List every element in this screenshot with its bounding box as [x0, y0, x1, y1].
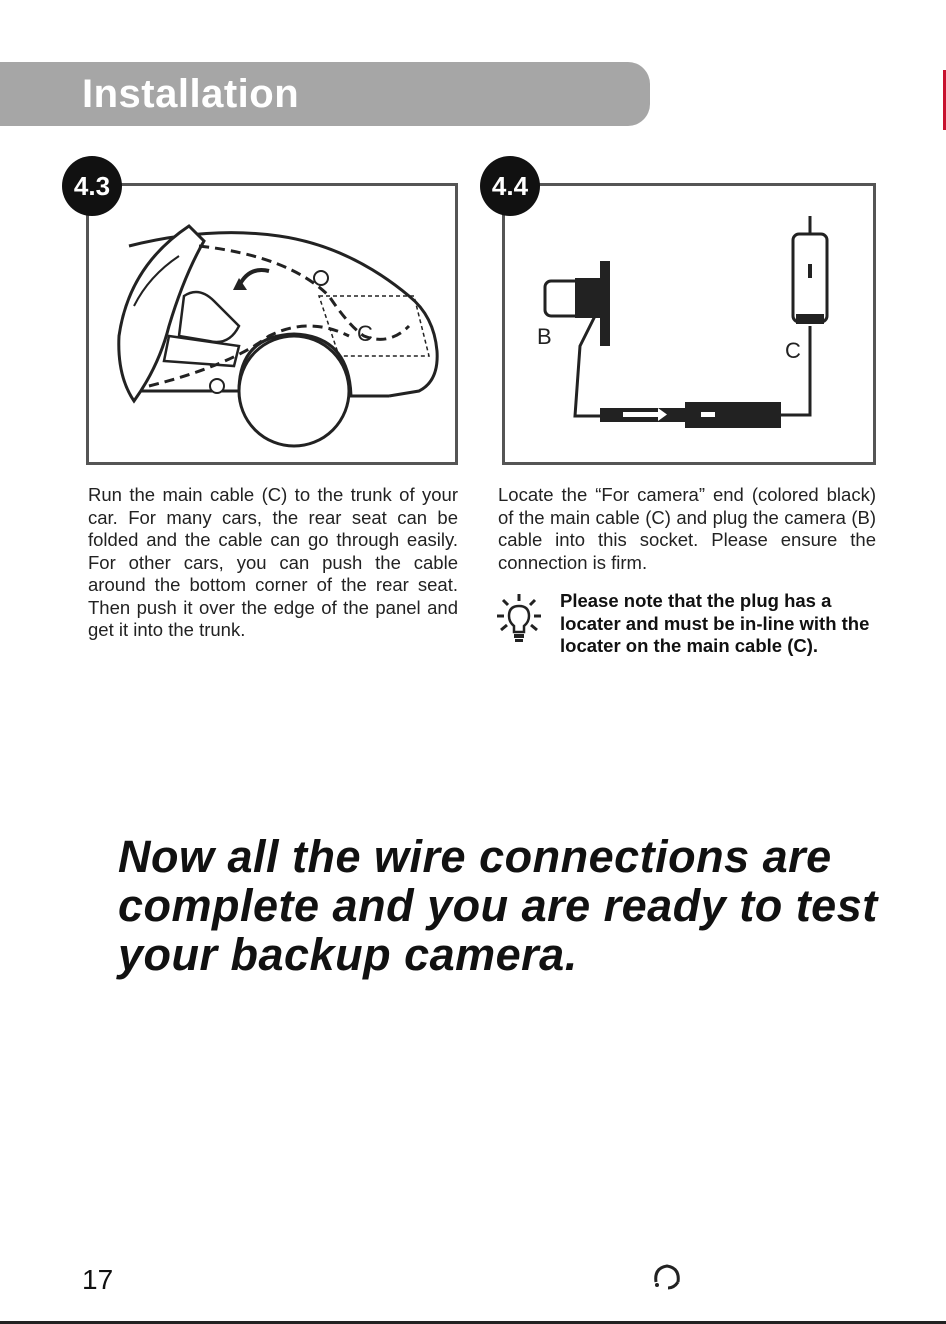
- lightbulb-icon: [497, 594, 541, 642]
- label-c: C: [357, 321, 373, 346]
- page-number: 17: [82, 1264, 114, 1295]
- step-badge-4-4: 4.4: [480, 156, 540, 216]
- connection-illustration: B C: [537, 216, 829, 428]
- step-4-3-text: Run the main cable (C) to the trunk of y…: [88, 484, 458, 640]
- car-illustration: C: [117, 224, 439, 448]
- edge-marker: [943, 70, 946, 130]
- closing-statement: Now all the wire connections are complet…: [118, 831, 878, 980]
- bottom-rule: [0, 1321, 946, 1324]
- tip-text: Please note that the plug has a locater …: [560, 590, 870, 656]
- step-badge-4-3: 4.3: [62, 156, 122, 216]
- brand-logo-icon: [654, 1264, 680, 1290]
- step-4-4-text: Locate the “For camera” end (colored bla…: [498, 484, 876, 573]
- label-b: B: [537, 324, 552, 349]
- figure-cable-connection: B C: [502, 183, 876, 465]
- label-c-2: C: [785, 338, 801, 363]
- figure-car-cable-routing: C: [86, 183, 458, 465]
- header-bar: [0, 62, 650, 126]
- page-title: Installation: [82, 72, 300, 116]
